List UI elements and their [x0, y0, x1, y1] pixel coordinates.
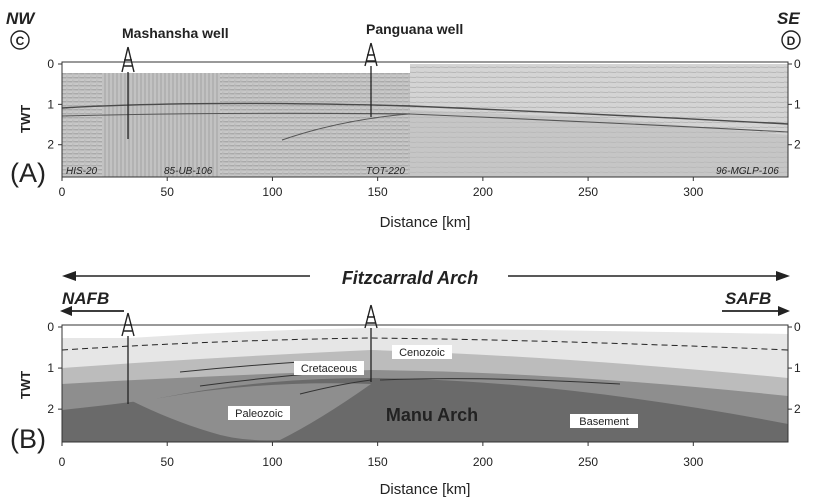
x-tick-label: 50: [161, 455, 175, 469]
arrow-left-icon: [60, 306, 72, 316]
y-tick-label: 2: [794, 402, 801, 416]
well-derrick-icon: [121, 46, 135, 139]
well-derrick-icon: [364, 304, 378, 382]
seismic-reflector-3: [281, 113, 409, 141]
x-tick-label: 300: [683, 185, 703, 199]
unit-cretaceous-label: Cretaceous: [301, 363, 358, 375]
y-tick-label: 0: [47, 57, 54, 71]
y-tick-label: 2: [47, 138, 54, 152]
y-tick-label: 1: [47, 97, 54, 111]
x-tick-label: 250: [578, 185, 598, 199]
x-tick-label: 50: [161, 185, 175, 199]
panel-a: NW C SE D Mashansha well Panguana well H…: [6, 9, 801, 231]
x-tick-label: 200: [473, 455, 493, 469]
label-box: [228, 406, 290, 420]
nafb-label: NAFB: [62, 289, 109, 308]
panel-a-letter: (A): [10, 158, 46, 188]
panel-b-letter: (B): [10, 424, 46, 454]
y-tick-label: 1: [47, 361, 54, 375]
panel-a-y-axis-label: TWT: [18, 105, 33, 133]
seismic-reflector-2: [61, 112, 789, 133]
x-tick-label: 250: [578, 455, 598, 469]
panel-b-y-axis-label: TWT: [18, 371, 33, 399]
x-tick-label: 150: [368, 455, 388, 469]
arrow-right-icon: [776, 271, 790, 281]
d-circle-icon: [781, 30, 801, 50]
horizon-line: [379, 378, 621, 385]
panel-a-x-ticks: 0 50 100 150 200 250 300: [59, 177, 704, 199]
panguana-well-label: Panguana well: [366, 21, 463, 37]
panel-a-x-axis-label: Distance [km]: [380, 214, 471, 231]
label-box: [294, 361, 364, 375]
line-label-his20: HIS-20: [66, 166, 98, 177]
unit-cenozoic-label: Cenozoic: [399, 347, 445, 359]
line-label-tot220: TOT-220: [366, 166, 405, 177]
well-derrick-icon: [121, 312, 135, 404]
panel-b-y-ticks: 0 0 1 1 2 2: [47, 320, 801, 416]
safb-label: SAFB: [725, 289, 771, 308]
unit-manu-arch-label: Manu Arch: [386, 405, 478, 425]
arrow-left-icon: [62, 271, 76, 281]
horizon-line: [179, 361, 301, 373]
panel-a-y-ticks: 0 0 1 1 2 2: [47, 57, 801, 152]
d-circle-letter: D: [787, 34, 796, 48]
x-tick-label: 150: [368, 185, 388, 199]
y-tick-label: 0: [794, 320, 801, 334]
seismic-block-tot220: [220, 73, 410, 177]
horizon-line: [299, 379, 372, 395]
label-box: [392, 345, 452, 359]
seismic-block-85ub106: [102, 73, 220, 177]
x-tick-label: 0: [59, 455, 66, 469]
label-box: [570, 414, 638, 428]
x-tick-label: 0: [59, 185, 66, 199]
mashansha-well-label: Mashansha well: [122, 25, 229, 41]
unit-basement-label: Basement: [579, 416, 629, 428]
arrow-right-icon: [778, 306, 790, 316]
cenozoic-dashed-horizon: [61, 337, 789, 351]
panel-b-x-axis-label: Distance [km]: [380, 481, 471, 498]
well-derrick-icon: [364, 42, 378, 117]
seismic-block-his20: [62, 73, 102, 177]
nw-label: NW: [6, 9, 36, 28]
x-tick-label: 300: [683, 455, 703, 469]
panel-b: Fitzcarrald Arch NAFB SAFB Cenozo: [10, 268, 801, 498]
panel-a-frame: [61, 61, 789, 178]
line-label-96mglp106: 96-MGLP-106: [716, 166, 779, 177]
c-circle-icon: [10, 30, 30, 50]
seismic-reflector-1: [61, 102, 789, 125]
y-tick-label: 1: [794, 361, 801, 375]
y-tick-label: 1: [794, 97, 801, 111]
y-tick-label: 2: [47, 402, 54, 416]
c-circle-letter: C: [16, 34, 25, 48]
x-tick-label: 100: [262, 455, 282, 469]
line-label-85ub106: 85-UB-106: [164, 166, 213, 177]
y-tick-label: 2: [794, 138, 801, 152]
panel-b-x-ticks: 0 50 100 150 200 250 300: [59, 442, 704, 469]
fitzcarrald-arch-title: Fitzcarrald Arch: [342, 268, 478, 288]
x-tick-label: 100: [262, 185, 282, 199]
unit-paleozoic-label: Paleozoic: [235, 408, 283, 420]
x-tick-label: 200: [473, 185, 493, 199]
y-tick-label: 0: [47, 320, 54, 334]
panel-b-frame: [61, 324, 789, 443]
y-tick-label: 0: [794, 57, 801, 71]
se-label: SE: [777, 9, 800, 28]
